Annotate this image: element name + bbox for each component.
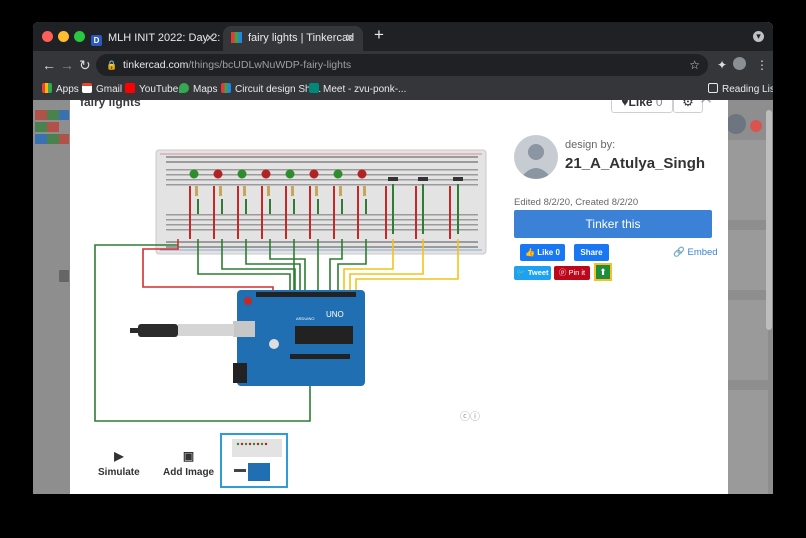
designer-name[interactable]: 21_A_Atulya_Singh — [565, 155, 706, 172]
tab-bar: D MLH INIT 2022: Day 2: Join us ✕ fairy l… — [33, 22, 773, 51]
embed-link[interactable]: 🔗 Embed — [673, 247, 718, 258]
bookmarks-bar: Apps Gmail YouTube Maps Circuit design S… — [33, 79, 773, 101]
meet-icon — [309, 83, 319, 93]
gmail-icon — [82, 83, 92, 93]
pinterest-icon: ⓟ — [558, 268, 567, 277]
creative-commons-icon: ⓒⓘ — [460, 412, 480, 423]
tab-title: MLH INIT 2022: Day 2: Join us — [108, 32, 259, 44]
bookmark-circuit-design[interactable]: Circuit design Shi... — [221, 83, 321, 95]
facebook-like-button[interactable]: 👍 Like 0 — [520, 244, 565, 261]
bookmark-apps[interactable]: Apps — [42, 83, 79, 95]
pinterest-button[interactable]: ⓟ Pin it — [554, 266, 590, 280]
close-icon[interactable]: ✕ — [699, 100, 713, 109]
back-icon[interactable]: ← — [42, 57, 56, 73]
add-image-button[interactable]: ▣Add Image — [163, 449, 215, 478]
thumbnail-circuit[interactable] — [220, 433, 288, 488]
circuit-viewer[interactable]: UNO ARDUINO — [90, 144, 490, 429]
bookmark-maps[interactable]: Maps — [179, 83, 217, 95]
new-tab-button[interactable]: + — [374, 25, 384, 44]
reading-list[interactable]: Reading List — [708, 83, 773, 95]
google-classroom-icon[interactable]: ⬆ — [594, 263, 612, 281]
tweet-button[interactable]: 🐦 Tweet — [514, 266, 551, 280]
maps-icon — [179, 83, 189, 93]
reading-list-icon — [708, 83, 718, 93]
youtube-icon — [125, 83, 135, 93]
close-tab-icon[interactable]: ✕ — [344, 31, 355, 45]
close-tab-icon[interactable]: ✕ — [204, 31, 215, 45]
twitter-icon: 🐦 — [516, 268, 526, 277]
address-bar[interactable]: 🔒 tinkercad.com/things/bcUDLwNuWDP-fairy… — [96, 54, 708, 76]
bookmark-meet[interactable]: Meet - zvu-ponk-... — [309, 83, 406, 95]
url-text: tinkercad.com/things/bcUDLwNuWDP-fairy-l… — [123, 59, 352, 71]
extensions-icon[interactable]: ✦ — [717, 58, 728, 72]
minimize-window-button[interactable] — [58, 31, 69, 42]
arduino-uno-board: UNO ARDUINO — [233, 290, 365, 386]
led-row — [189, 169, 367, 179]
edit-date: Edited 8/2/20, Created 8/2/20 — [514, 197, 639, 208]
like-count: 0 — [655, 100, 663, 109]
facebook-share-button[interactable]: Share — [574, 244, 609, 261]
simulate-button[interactable]: ▶Simulate — [98, 449, 140, 478]
board-label: UNO — [326, 310, 344, 319]
forward-icon[interactable]: → — [60, 57, 74, 73]
profile-avatar[interactable] — [733, 57, 746, 70]
tab-search-icon[interactable]: ▾ — [753, 31, 764, 42]
tab-mlh[interactable]: D MLH INIT 2022: Day 2: Join us ✕ — [83, 26, 258, 51]
design-modal: fairy lights ♥Like 0 ⚙ ✕ — [70, 100, 728, 494]
reload-icon[interactable]: ↻ — [79, 57, 91, 73]
play-icon: ▶ — [114, 449, 124, 463]
browser-window: D MLH INIT 2022: Day 2: Join us ✕ fairy l… — [33, 22, 773, 494]
page-content: fairy lights ♥Like 0 ⚙ ✕ — [33, 100, 773, 494]
heart-icon: ♥ — [621, 100, 629, 109]
settings-gear-icon[interactable]: ⚙ — [673, 100, 703, 113]
tinkercad-icon — [221, 83, 231, 93]
bookmark-youtube[interactable]: YouTube — [125, 83, 178, 95]
tab-title: fairy lights | Tinkercad — [248, 32, 355, 44]
image-icon: ▣ — [182, 449, 195, 463]
design-title: fairy lights — [80, 100, 141, 109]
close-window-button[interactable] — [42, 31, 53, 42]
lock-icon: 🔒 — [106, 60, 118, 70]
chrome-menu-icon[interactable]: ⋮ — [756, 58, 768, 72]
breadboard — [155, 149, 487, 255]
bookmark-star-icon[interactable]: ☆ — [689, 58, 700, 72]
bookmark-gmail[interactable]: Gmail — [82, 83, 122, 95]
board-brand: ARDUINO — [296, 316, 314, 321]
browser-toolbar: ← → ↻ 🔒 tinkercad.com/things/bcUDLwNuWDP… — [33, 51, 773, 79]
tinker-this-button[interactable]: Tinker this — [514, 210, 712, 238]
apps-grid-icon — [42, 83, 52, 93]
usb-cable — [130, 324, 234, 337]
avatar — [514, 135, 558, 179]
thumbs-up-icon: 👍 — [525, 248, 536, 257]
tab-tinkercad[interactable]: fairy lights | Tinkercad ✕ — [223, 26, 363, 51]
tinkercad-icon — [231, 32, 242, 43]
link-icon: 🔗 — [673, 247, 685, 258]
like-button[interactable]: ♥Like 0 — [611, 100, 673, 113]
designer-label: design by: — [565, 139, 616, 151]
maximize-window-button[interactable] — [74, 31, 85, 42]
dev-icon: D — [91, 35, 102, 46]
